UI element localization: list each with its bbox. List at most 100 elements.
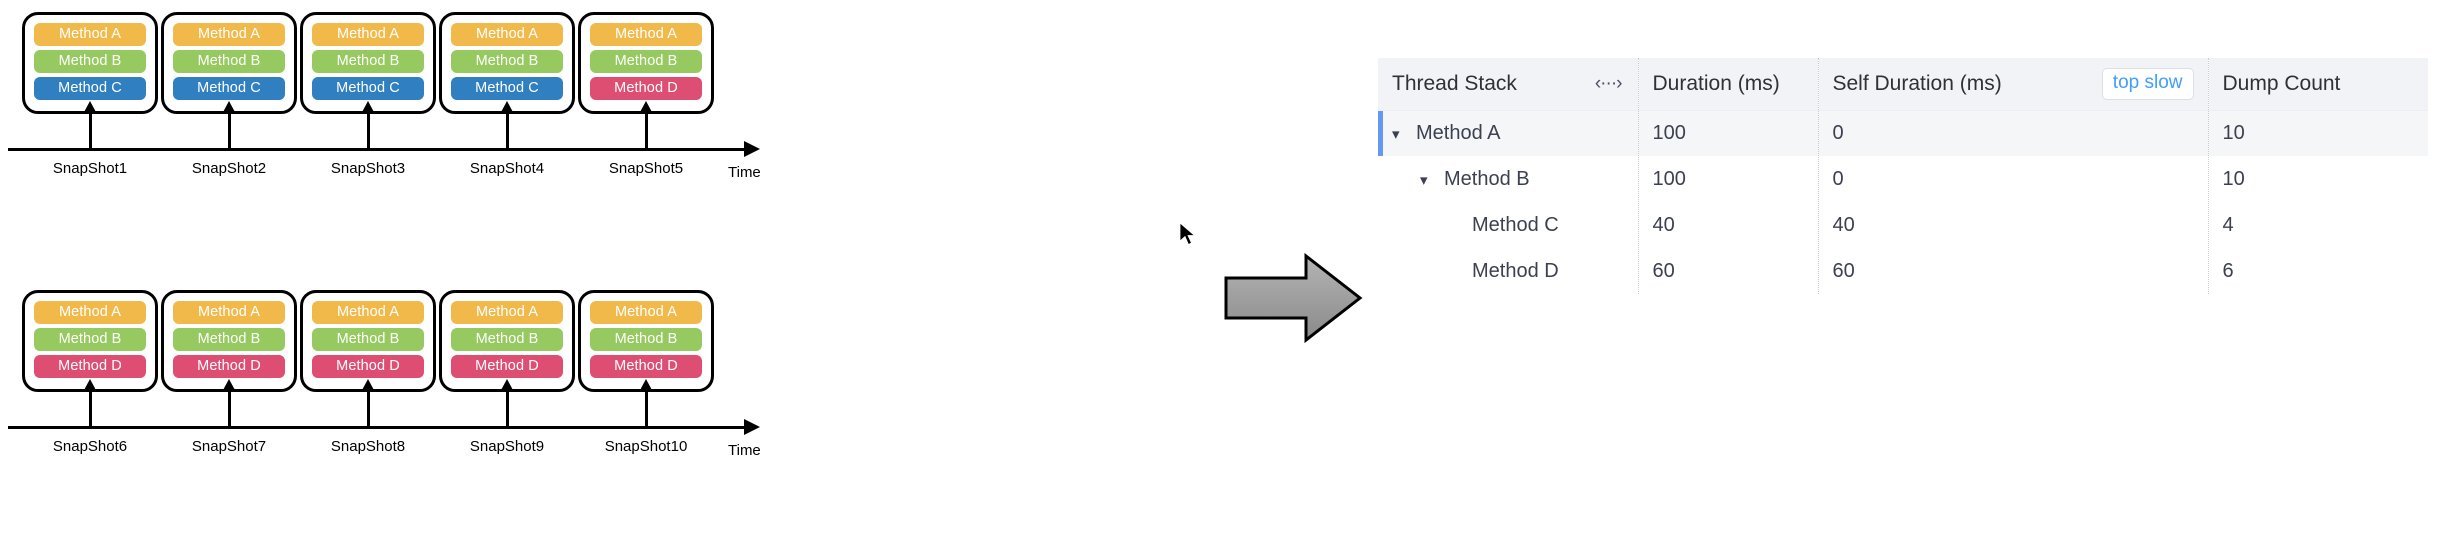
method-bar: Method C — [451, 77, 563, 100]
top-slow-button[interactable]: top slow — [2101, 67, 2194, 100]
mouse-cursor-icon — [1179, 222, 1197, 253]
snapshot-tick — [639, 101, 653, 151]
method-bar: Method B — [590, 328, 702, 351]
snapshot-card: Method A Method B Method D — [300, 290, 436, 392]
cell-thread-stack[interactable]: ▾Method C — [1378, 202, 1638, 248]
method-bar: Method A — [451, 301, 563, 324]
method-bar: Method C — [173, 77, 285, 100]
method-bar: Method A — [34, 23, 146, 46]
snapshot-label: SnapShot10 — [604, 438, 688, 455]
snapshot-card: Method A Method B Method C — [439, 12, 575, 114]
cell-dump-count: 4 — [2207, 202, 2428, 248]
method-bar: Method D — [451, 355, 563, 378]
thread-stack-table-panel: Thread Stack ‹···› Duration (ms) Self Du… — [1378, 58, 2428, 295]
snapshot-label: SnapShot1 — [52, 160, 128, 177]
cell-thread-stack[interactable]: ▾ Method A — [1378, 110, 1638, 156]
snapshot-tick — [83, 379, 97, 429]
snapshot-tick-arrow-icon — [639, 379, 653, 392]
timeline-row: Method A Method B Method D Method A Method B… — [0, 278, 1250, 538]
snapshot-tick — [361, 379, 375, 429]
method-name-label: Method D — [1472, 259, 1559, 282]
snapshot-label: SnapShot7 — [191, 438, 267, 455]
method-bar: Method B — [451, 50, 563, 73]
snapshot-tick-arrow-icon — [222, 379, 236, 392]
time-axis-line — [8, 426, 748, 429]
chevron-down-icon[interactable]: ▾ — [1392, 125, 1400, 143]
cell-dump-count: 10 — [2207, 110, 2428, 156]
flow-arrow-icon — [1218, 248, 1368, 348]
cell-thread-stack[interactable]: ▾Method D — [1378, 248, 1638, 294]
snapshot-tick-arrow-icon — [361, 101, 375, 114]
snapshot-tick-arrow-icon — [83, 101, 97, 114]
time-axis-line — [8, 148, 748, 151]
method-bar: Method A — [173, 301, 285, 324]
cell-self-duration: 0 — [1817, 156, 2208, 202]
snapshot-timeline-diagram: Method A Method B Method C Method A Method B… — [0, 0, 1250, 538]
snapshot-card-row: Method A Method B Method D Method A Method B… — [0, 290, 1250, 400]
cell-self-duration: 40 — [1817, 202, 2208, 248]
thread-stack-table: Thread Stack ‹···› Duration (ms) Self Du… — [1378, 58, 2428, 295]
table-header-row: Thread Stack ‹···› Duration (ms) Self Du… — [1378, 58, 2428, 111]
cell-duration: 100 — [1637, 110, 1818, 156]
snapshot-label: SnapShot2 — [191, 160, 267, 177]
method-bar: Method B — [173, 50, 285, 73]
method-bar: Method D — [34, 355, 146, 378]
method-bar: Method A — [451, 23, 563, 46]
method-name-label: Method B — [1444, 167, 1530, 190]
method-bar: Method A — [590, 301, 702, 324]
snapshot-label: SnapShot4 — [469, 160, 545, 177]
time-axis-arrow-icon — [744, 419, 760, 435]
method-name-label: Method A — [1416, 121, 1501, 144]
time-axis-label: Time — [728, 442, 761, 459]
cell-duration: 100 — [1637, 156, 1818, 202]
column-header-duration[interactable]: Duration (ms) — [1637, 58, 1818, 111]
method-bar: Method D — [312, 355, 424, 378]
cell-dump-count: 10 — [2207, 156, 2428, 202]
column-header-dump-count[interactable]: Dump Count — [2207, 58, 2428, 111]
time-axis-arrow-icon — [744, 141, 760, 157]
column-header-label: Duration (ms) — [1652, 71, 1780, 95]
cell-duration: 60 — [1637, 248, 1818, 294]
chevron-down-icon[interactable]: ▾ — [1420, 171, 1428, 189]
cell-duration: 40 — [1637, 202, 1818, 248]
snapshot-tick — [361, 101, 375, 151]
snapshot-label: SnapShot5 — [608, 160, 684, 177]
method-bar: Method D — [173, 355, 285, 378]
cell-self-duration: 60 — [1817, 248, 2208, 294]
column-header-label: Dump Count — [2222, 71, 2341, 95]
snapshot-label: SnapShot6 — [52, 438, 128, 455]
cell-thread-stack[interactable]: ▾ Method B — [1378, 156, 1638, 202]
method-bar: Method B — [590, 50, 702, 73]
snapshot-tick — [639, 379, 653, 429]
snapshot-tick-arrow-icon — [639, 101, 653, 114]
snapshot-tick — [500, 379, 514, 429]
method-bar: Method B — [312, 328, 424, 351]
method-bar: Method A — [312, 301, 424, 324]
snapshot-tick-arrow-icon — [500, 101, 514, 114]
column-header-self-duration[interactable]: Self Duration (ms) top slow — [1817, 58, 2208, 111]
snapshot-tick-arrow-icon — [500, 379, 514, 392]
column-resize-icon[interactable]: ‹···› — [1594, 72, 1623, 94]
snapshot-tick — [222, 379, 236, 429]
snapshot-card: Method A Method B Method C — [161, 12, 297, 114]
snapshot-label: SnapShot9 — [469, 438, 545, 455]
method-bar: Method C — [34, 77, 146, 100]
column-header-label: Self Duration (ms) — [1832, 71, 2002, 95]
method-bar: Method A — [173, 23, 285, 46]
column-header-thread-stack[interactable]: Thread Stack ‹···› — [1378, 58, 1638, 111]
snapshot-tick — [83, 101, 97, 151]
